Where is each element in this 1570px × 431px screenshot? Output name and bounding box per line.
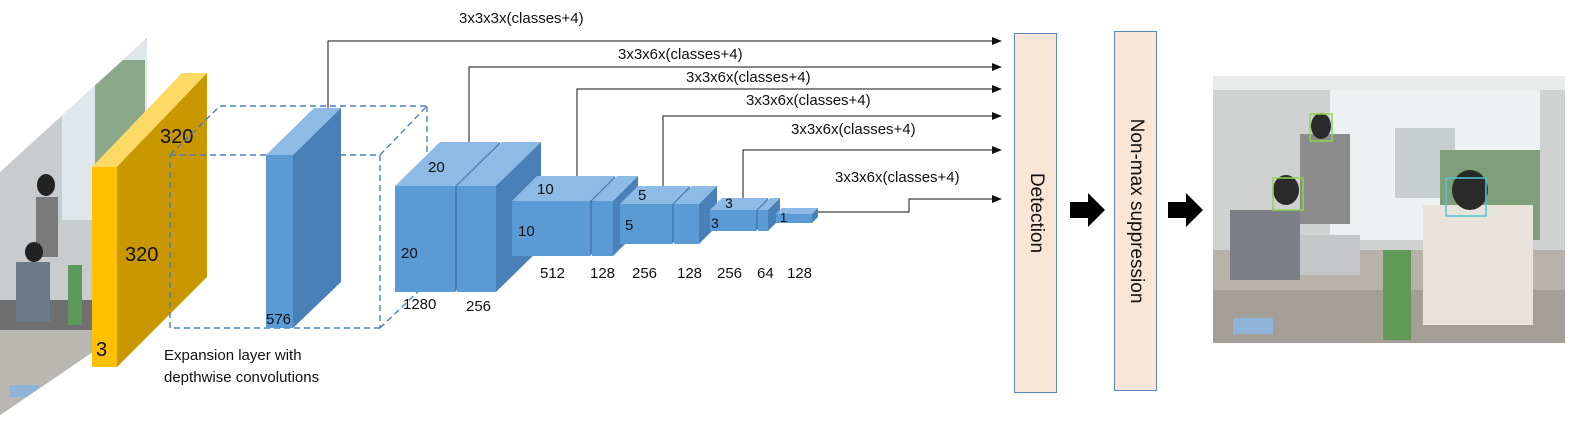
branch-arrow-6 [818, 195, 1002, 213]
branch-label-1: 3x3x3x(classes+4) [459, 10, 584, 27]
input-width-label: 320 [125, 244, 158, 266]
block-5-channels-b: 128 [677, 265, 702, 282]
block-1-channels-a: 128 [787, 265, 812, 282]
block-20-channels-a: 1280 [403, 296, 436, 313]
branch-label-6: 3x3x6x(classes+4) [835, 169, 960, 186]
block-10-top-label: 10 [537, 181, 554, 198]
branch-arrow-4 [662, 112, 1002, 186]
arrow-to-output-icon [1168, 193, 1203, 227]
expansion-slab [266, 108, 341, 328]
block-20-channels-b: 256 [466, 298, 491, 315]
block-5-top-label: 5 [638, 187, 646, 204]
block-3-channels-b: 64 [757, 265, 774, 282]
expansion-channels-label: 576 [266, 311, 291, 328]
block-10 [512, 176, 638, 256]
block-1-label: 1 [780, 210, 787, 225]
block-1 [776, 208, 818, 223]
expansion-note: Expansion layer with depthwise convoluti… [164, 345, 319, 389]
branch-arrow-5 [742, 146, 1002, 198]
expansion-note-line1: Expansion layer with [164, 347, 302, 364]
expansion-note-line2: depthwise convolutions [164, 369, 320, 386]
block-10-channels-b: 128 [590, 265, 615, 282]
branch-arrow-2 [468, 63, 1002, 142]
detection-label: Detection [1025, 172, 1047, 254]
block-3-top-label: 3 [725, 195, 733, 211]
nms-label: Non-max suppression [1125, 118, 1147, 304]
block-5-channels-a: 256 [632, 265, 657, 282]
block-3-side-label: 3 [711, 215, 719, 231]
block-20-side-label: 20 [401, 245, 418, 262]
block-5 [620, 186, 717, 244]
output-image [1213, 76, 1565, 343]
input-volume [92, 73, 207, 367]
branch-label-5: 3x3x6x(classes+4) [791, 121, 916, 138]
branch-label-2: 3x3x6x(classes+4) [618, 46, 743, 63]
input-channels-label: 3 [96, 339, 107, 361]
arrow-to-nms-icon [1070, 193, 1105, 227]
block-10-side-label: 10 [518, 223, 535, 240]
input-height-label: 320 [160, 126, 193, 148]
block-3 [710, 198, 780, 231]
nms-box: Non-max suppression [1114, 31, 1157, 391]
expansion-dashed-box [169, 105, 428, 329]
branch-arrow-3 [576, 85, 1002, 176]
branch-label-3: 3x3x6x(classes+4) [686, 69, 811, 86]
branch-label-4: 3x3x6x(classes+4) [746, 92, 871, 109]
block-10-channels-a: 512 [540, 265, 565, 282]
block-20 [395, 142, 541, 292]
detection-box: Detection [1014, 33, 1057, 393]
branch-arrow-1 [327, 37, 1002, 108]
block-20-top-label: 20 [428, 159, 445, 176]
block-5-side-label: 5 [625, 217, 633, 234]
block-3-channels-a: 256 [717, 265, 742, 282]
